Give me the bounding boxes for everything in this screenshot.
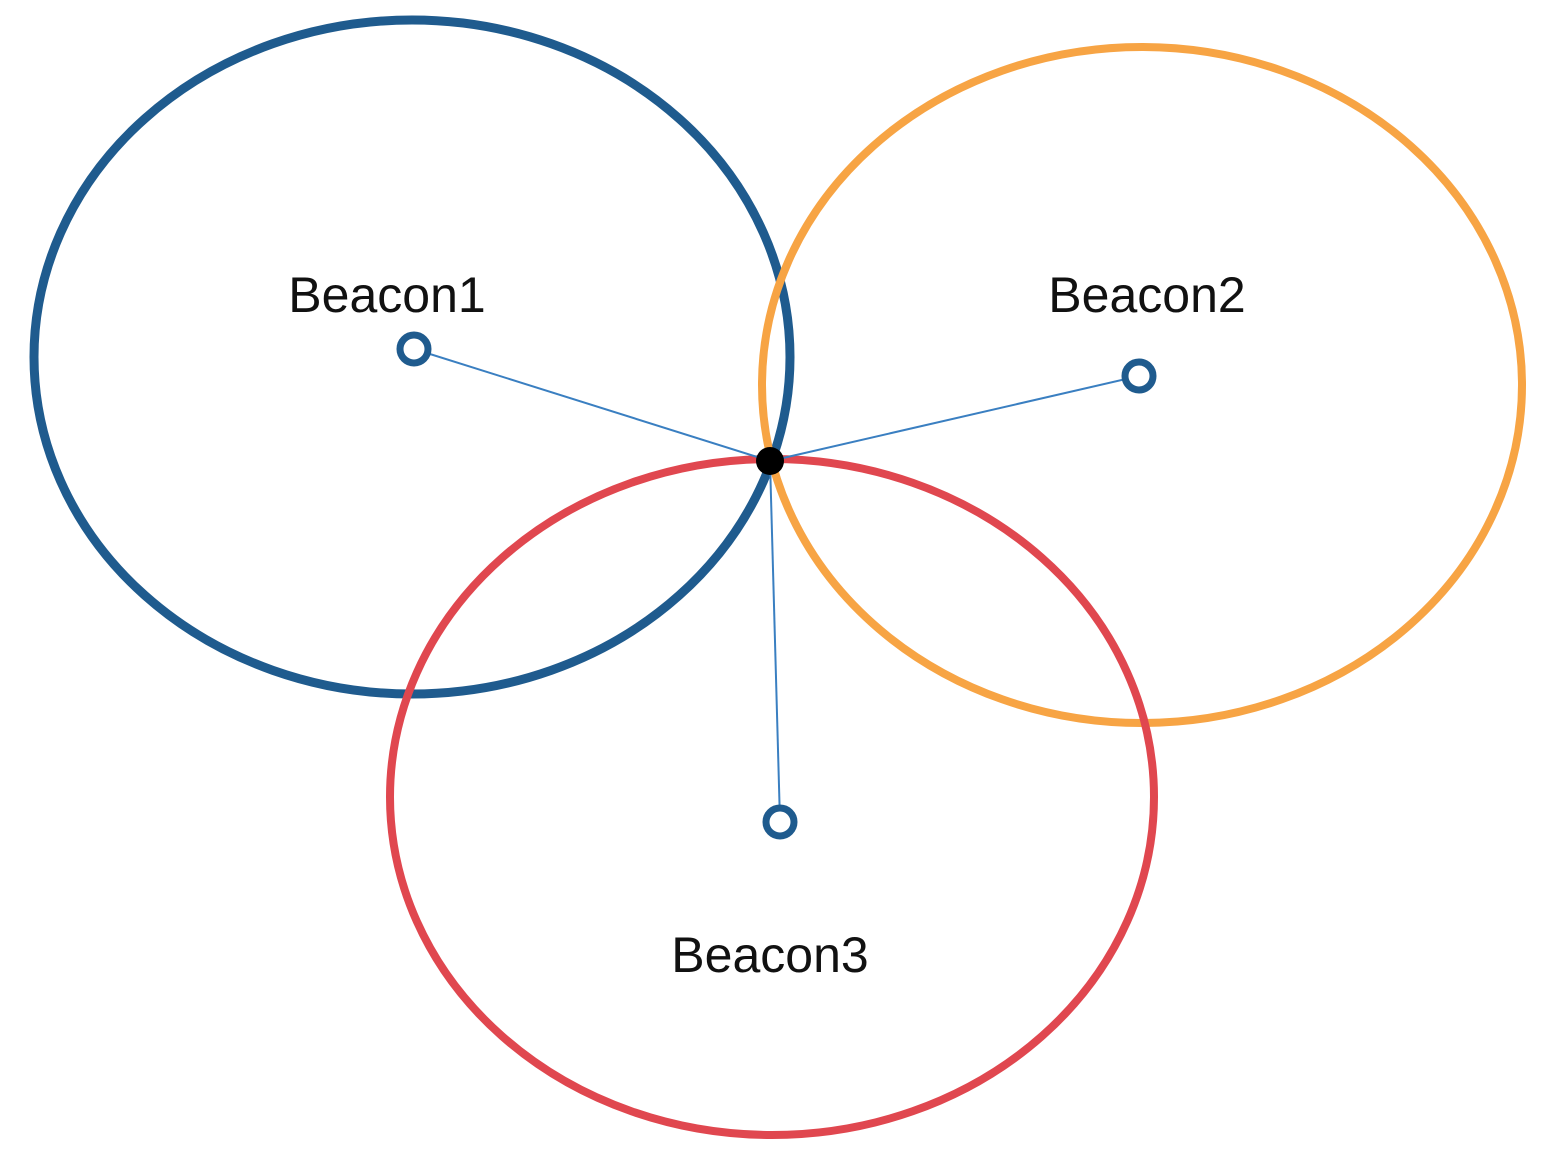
beacon2-marker [1121, 358, 1157, 394]
beacon3-distance-line [769, 460, 781, 823]
target-position-point [756, 447, 784, 475]
beacon1-label: Beacon1 [288, 267, 485, 323]
beacon3-marker [762, 804, 798, 840]
beacon2-distance-line [769, 375, 1140, 462]
beacon1-marker [396, 331, 432, 367]
beacon2-label: Beacon2 [1048, 267, 1245, 323]
beacon3-label: Beacon3 [671, 927, 868, 983]
beacon1-distance-line [413, 348, 771, 462]
